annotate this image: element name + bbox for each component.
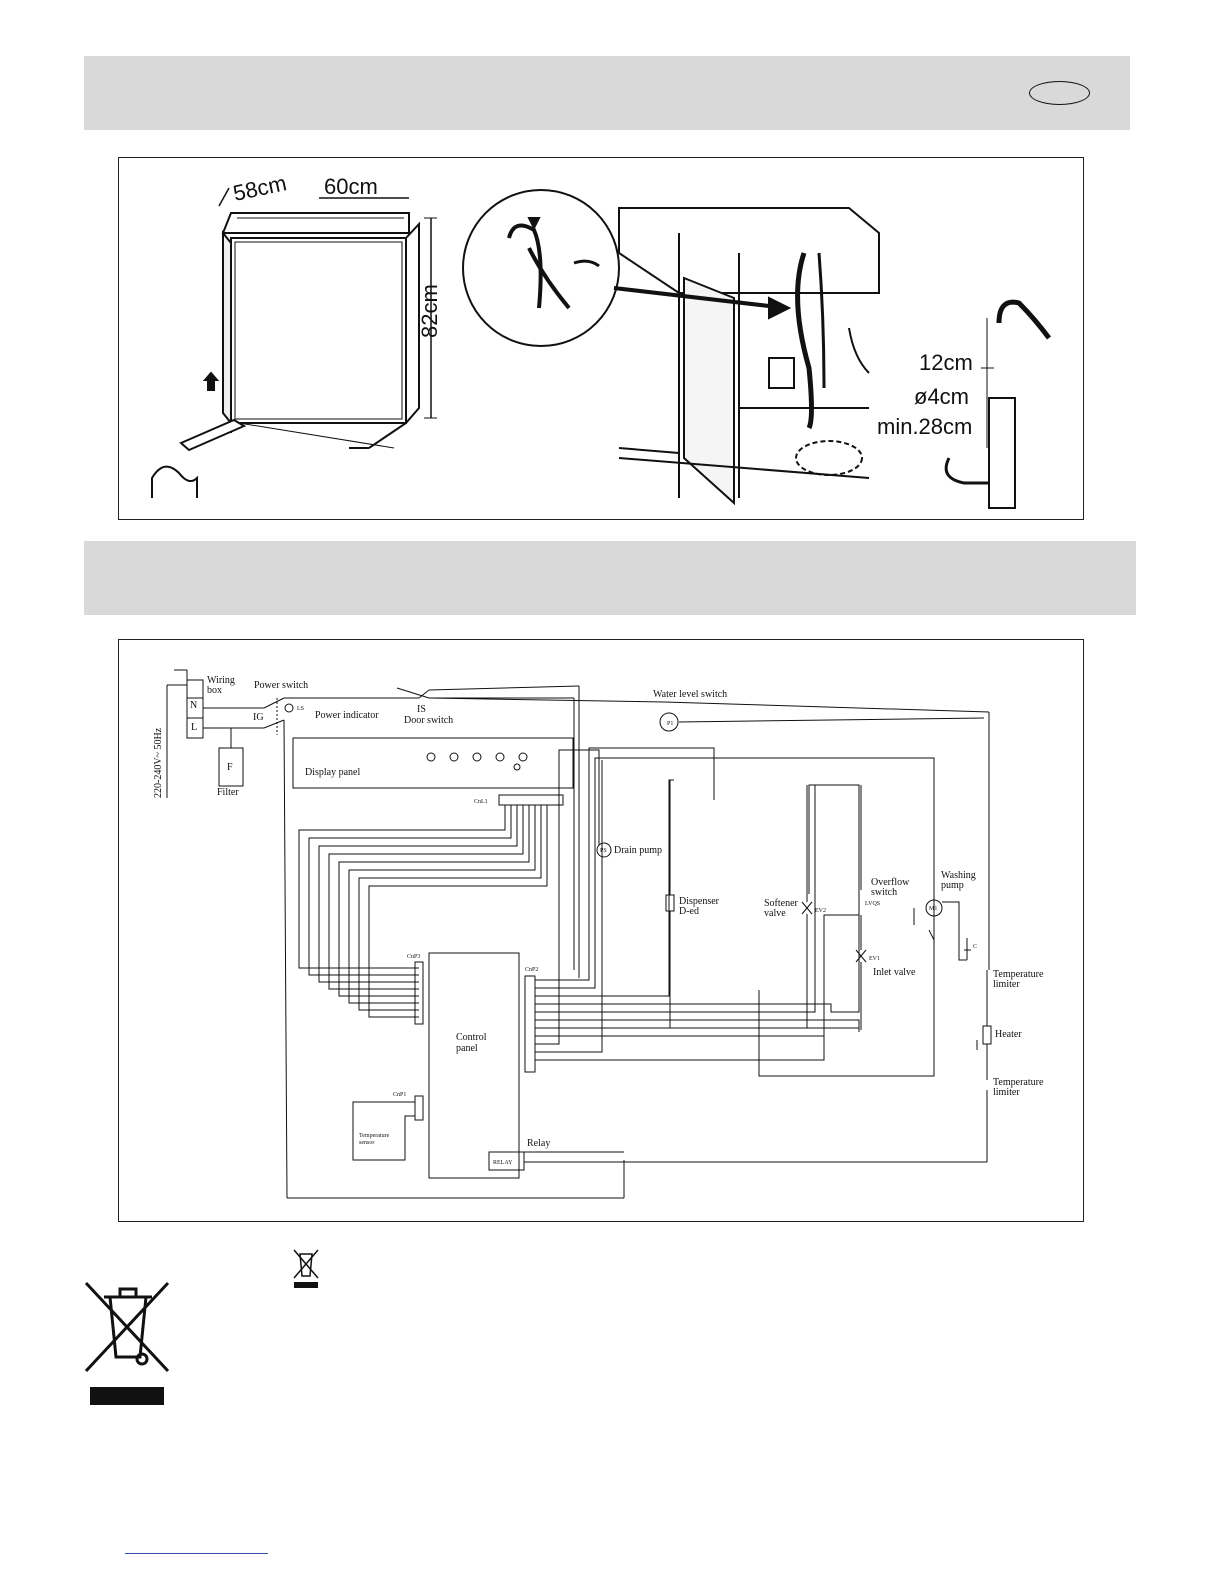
weee-bin-icon (84, 1281, 170, 1405)
cnp1-label: CnP1 (393, 1092, 406, 1098)
heater-label: Heater (995, 1029, 1022, 1040)
cnl1-label: CnL1 (474, 799, 488, 805)
dimension-width: 60cm (324, 174, 378, 199)
washing-pump-label-1: Washing (941, 870, 976, 881)
installation-figure: 58cm 60cm 82cm 12cm ø4cm min.28cm (118, 157, 1084, 520)
dispenser-label-1: Dispenser (679, 896, 720, 907)
installation-drawing: 58cm 60cm 82cm 12cm ø4cm min.28cm (151, 170, 1051, 509)
terminal-neutral: N (190, 700, 197, 711)
temperature-sensor-label-2: sensor (359, 1140, 374, 1146)
cnp3-label: CnP3 (407, 954, 420, 960)
footer-link-line (125, 1553, 268, 1554)
temperature-limiter-top-2: limiter (993, 979, 1020, 990)
washing-pump-label-2: pump (941, 880, 964, 891)
terminal-live: L (191, 722, 197, 733)
relay-box-label: RELAY (493, 1160, 513, 1166)
lvqs-label: LVQS (865, 901, 880, 907)
dispenser-label-2: D-ed (679, 906, 699, 917)
drain-loop-height: 12cm (919, 350, 973, 375)
drain-min-height: min.28cm (877, 414, 972, 439)
wiring-box-label-1: Wiring (207, 675, 235, 686)
temperature-limiter-top-1: Temperature (993, 969, 1044, 980)
m1-label: M1 (929, 906, 937, 912)
ps-label: PS (600, 848, 607, 854)
ev1-label: EV1 (869, 956, 880, 962)
p1-label: P1 (667, 721, 673, 727)
weee-bin-small-icon (293, 1249, 319, 1288)
wiring-box-label-2: box (207, 685, 222, 696)
filter-label: Filter (217, 787, 239, 798)
temperature-sensor-label-1: Temperature (359, 1133, 390, 1139)
temperature-limiter-bottom-1: Temperature (993, 1077, 1044, 1088)
section-header-installation (84, 56, 1130, 130)
softener-valve-label-2: valve (764, 908, 786, 919)
cnp2-label: CnP2 (525, 967, 538, 973)
supply-voltage: 220-240V~ 50Hz (153, 727, 164, 798)
inlet-valve-label: Inlet valve (873, 967, 916, 978)
door-switch-label: Door switch (404, 715, 453, 726)
control-panel-label-1: Control (456, 1032, 487, 1043)
drain-diameter: ø4cm (914, 384, 969, 409)
dimension-height: 82cm (417, 284, 442, 338)
temperature-limiter-bottom-2: limiter (993, 1087, 1020, 1098)
dimension-depth: 58cm (231, 170, 289, 206)
filter-symbol: F (227, 762, 233, 773)
softener-valve-label-1: Softener (764, 898, 799, 909)
power-indicator-label: Power indicator (315, 710, 379, 721)
water-level-switch-label: Water level switch (653, 689, 727, 700)
display-panel-label: Display panel (305, 767, 360, 778)
capacitor-label: C (973, 944, 977, 950)
ig-label: IG (253, 712, 264, 723)
ls-label: LS (297, 706, 304, 712)
relay-label: Relay (527, 1138, 550, 1149)
overflow-switch-label-2: switch (871, 887, 897, 898)
wiring-diagram: Wiring box N L 220-240V~ 50Hz F Filter I… (118, 639, 1084, 1222)
ev2-label: EV2 (815, 908, 826, 914)
wiring-drawing: Wiring box N L 220-240V~ 50Hz F Filter I… (153, 669, 1044, 1199)
control-panel-label-2: panel (456, 1043, 478, 1054)
language-badge (1029, 81, 1090, 105)
door-switch-code: IS (417, 704, 426, 715)
overflow-switch-label-1: Overflow (871, 877, 910, 888)
section-header-wiring (84, 541, 1136, 615)
power-switch-label: Power switch (254, 680, 308, 691)
drain-pump-label: Drain pump (614, 845, 662, 856)
